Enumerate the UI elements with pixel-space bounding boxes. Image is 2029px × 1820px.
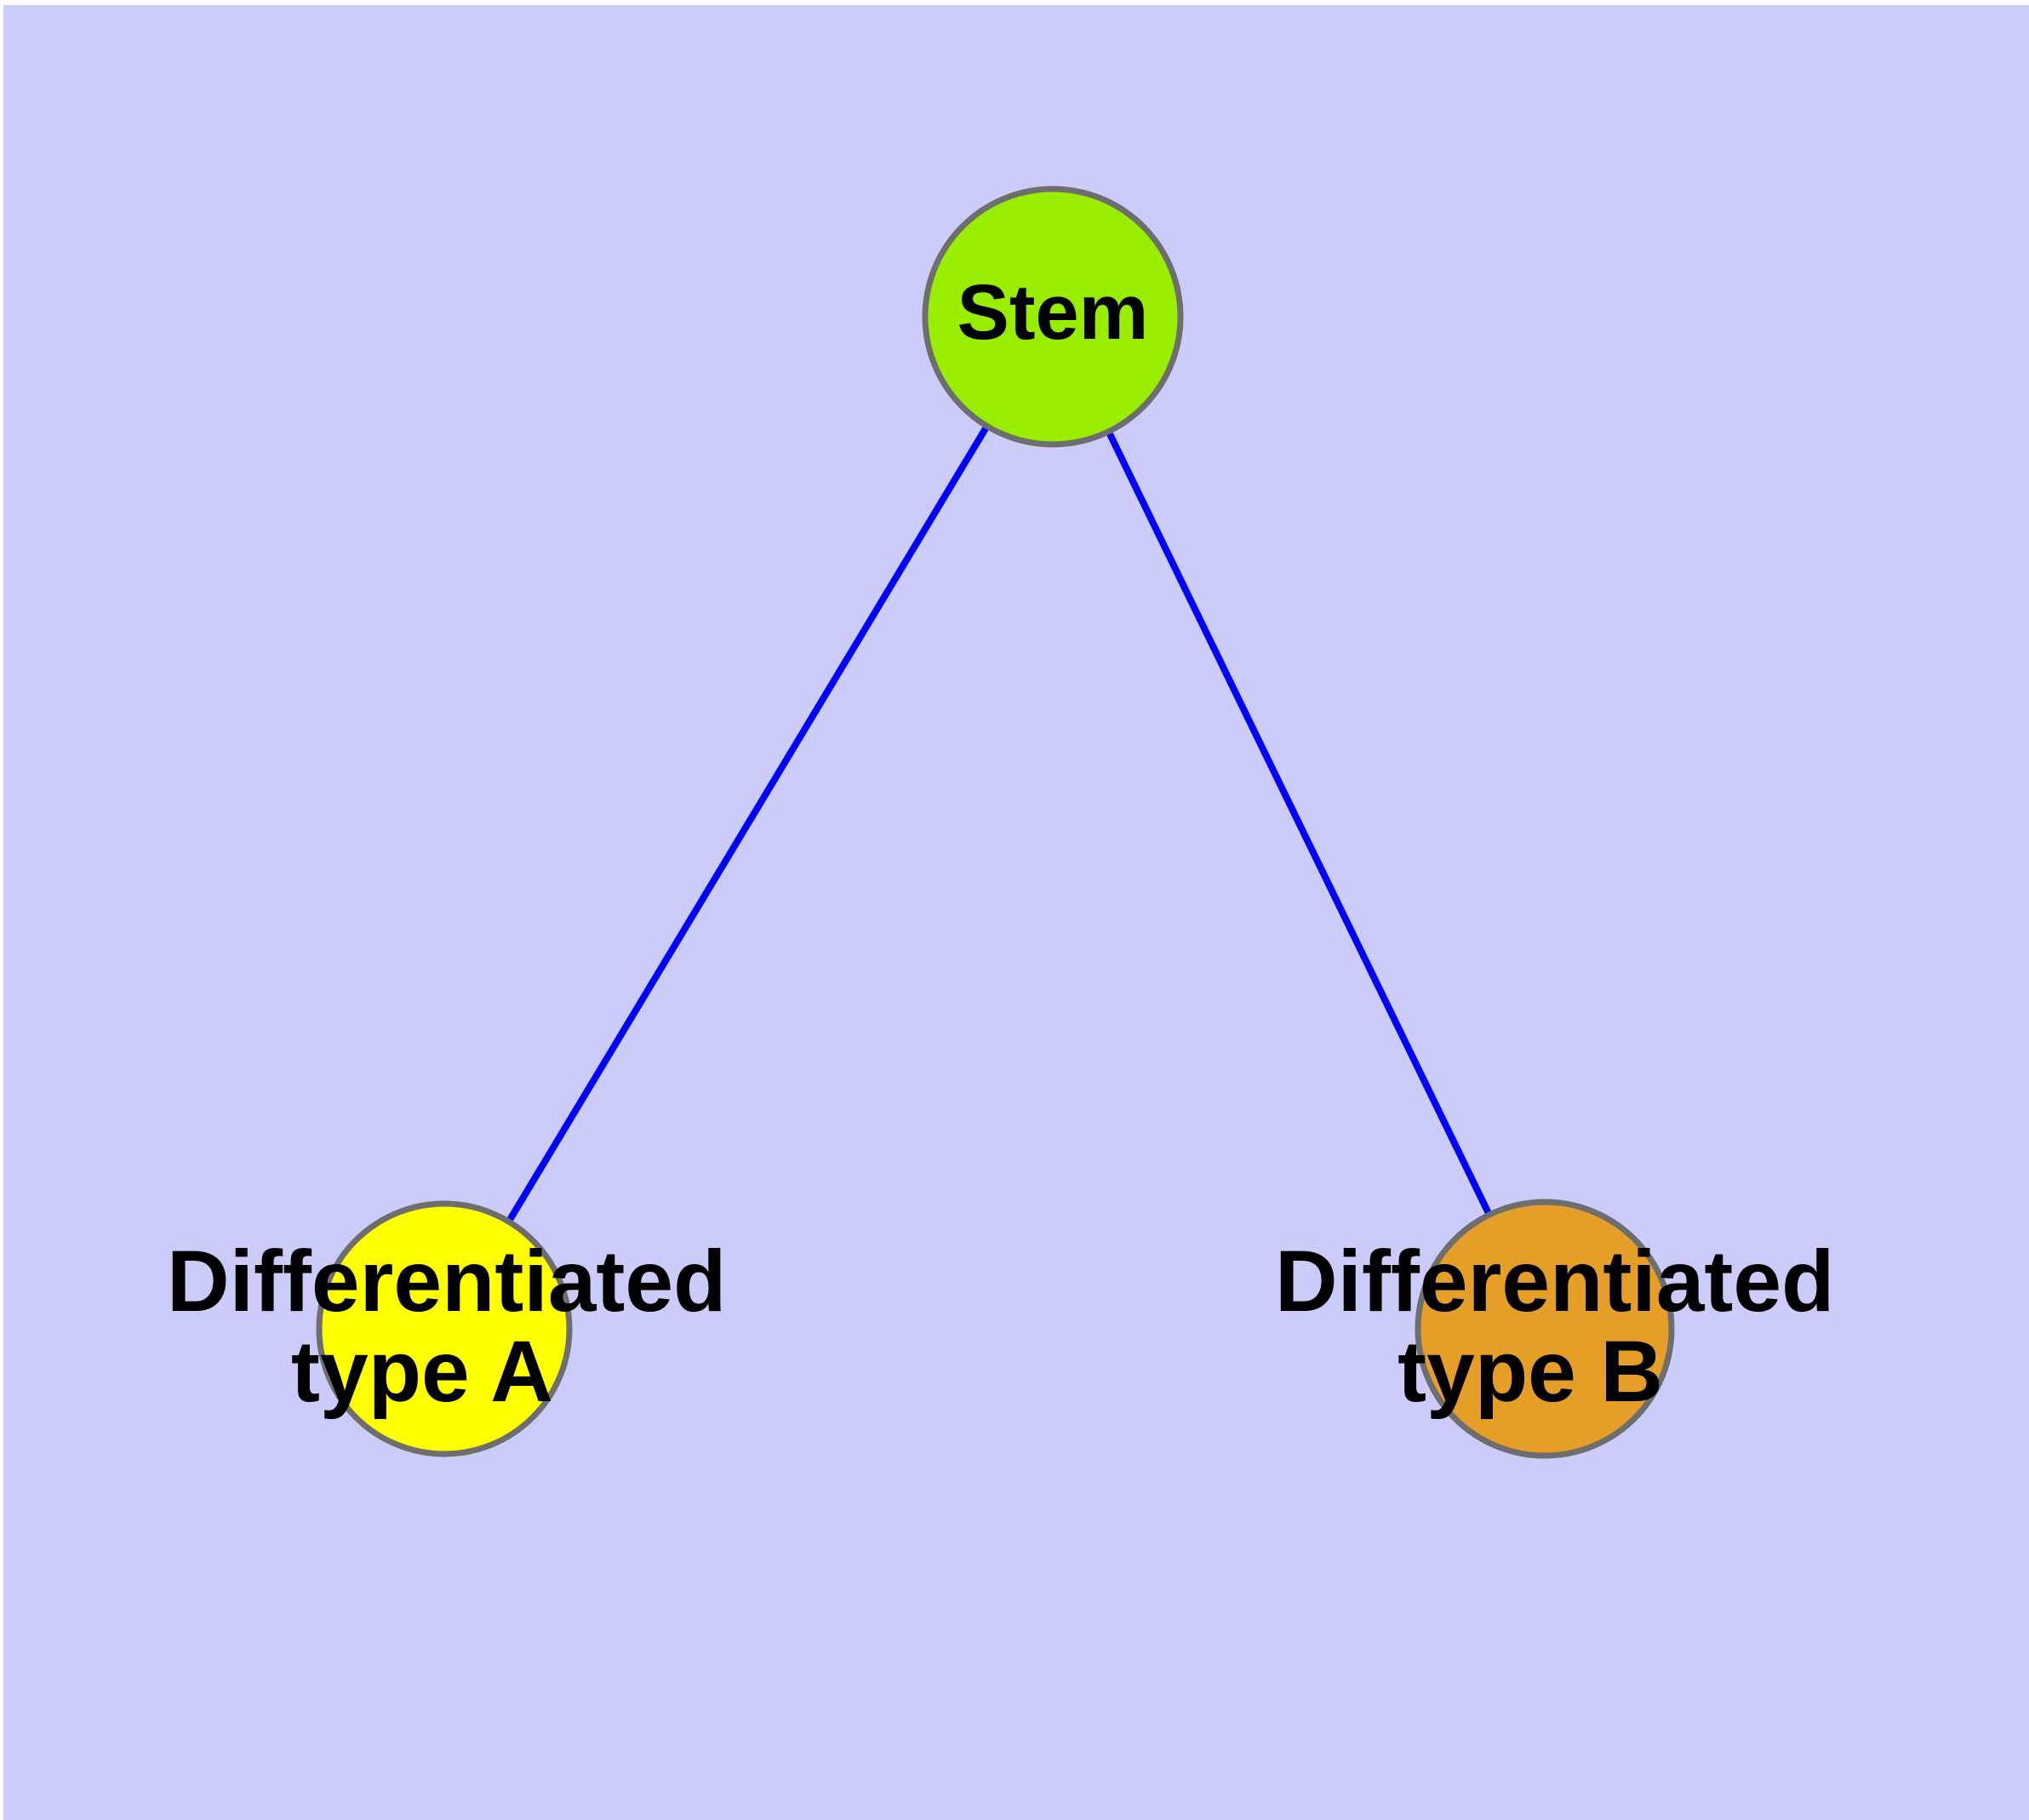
edge-stem-to-diff-a xyxy=(506,426,990,1222)
edge-layer xyxy=(506,426,1492,1222)
node-differentiated-type-b[interactable] xyxy=(1415,1199,1675,1459)
node-stem[interactable] xyxy=(922,186,1184,448)
edge-stem-to-diff-b xyxy=(1106,431,1492,1215)
node-layer xyxy=(316,186,1675,1459)
node-differentiated-type-a[interactable] xyxy=(316,1200,573,1457)
